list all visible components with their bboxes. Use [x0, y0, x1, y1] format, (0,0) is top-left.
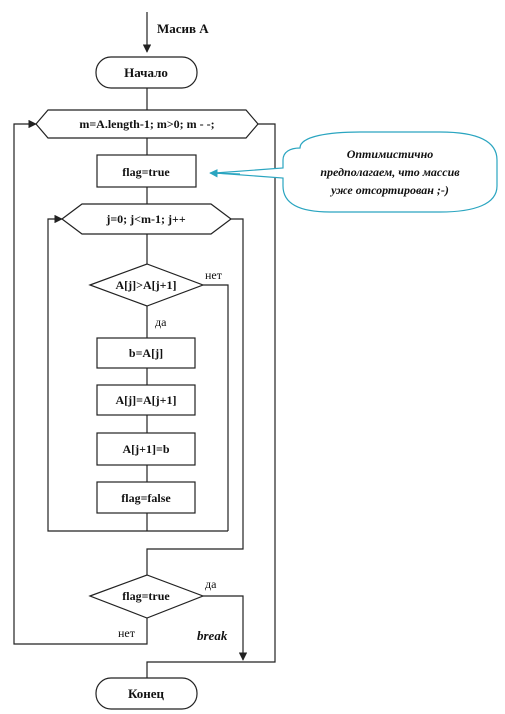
check-yes-label: да [205, 577, 217, 591]
assign-aj1-label: A[j+1]=b [122, 442, 169, 456]
check-yes-path [203, 595, 248, 661]
comment-line-3: уже отсортирован ;-) [329, 183, 449, 197]
assign-aj1-block [96, 432, 196, 466]
compare-yes-label: да [155, 315, 167, 329]
comment-line-2: предполагаем, что массив [320, 165, 460, 179]
inner-loop-back-path [47, 214, 228, 532]
start-terminator [95, 56, 198, 89]
inner-loop-hexagon [61, 203, 232, 235]
flag-false-label: flag=false [121, 491, 171, 505]
inner-loop-label: j=0; j<m-1; j++ [105, 212, 185, 226]
start-label: Начало [124, 65, 168, 80]
outer-loop-label: m=A.length-1; m>0; m - -; [79, 117, 214, 131]
check-flag-label: flag=true [122, 589, 170, 603]
compare-diamond [88, 263, 205, 307]
compare-label: A[j]>A[j+1] [116, 278, 177, 292]
assign-b-label: b=A[j] [129, 346, 163, 360]
check-no-path [13, 119, 148, 645]
flag-true-block [96, 154, 197, 188]
check-flag-diamond [88, 574, 205, 619]
end-terminator [95, 677, 198, 710]
compare-no-path [203, 284, 229, 531]
outer-loop-exit-path [146, 123, 276, 678]
comment-pointer [209, 169, 241, 178]
assign-aj-block [96, 384, 196, 416]
inner-loop-exit-path [146, 218, 244, 575]
outer-loop-hexagon [35, 109, 259, 139]
input-label: Масив А [157, 21, 209, 36]
flag-false-block [96, 481, 196, 514]
assign-aj-label: A[j]=A[j+1] [116, 393, 177, 407]
flag-true-label: flag=true [122, 165, 170, 179]
comment-line-1: Оптимистично [347, 147, 434, 161]
comment-callout [214, 131, 498, 213]
break-label: break [197, 628, 228, 643]
end-label: Конец [128, 686, 165, 701]
check-no-label: нет [118, 626, 136, 640]
assign-b-block [96, 337, 196, 369]
compare-no-label: нет [205, 268, 223, 282]
